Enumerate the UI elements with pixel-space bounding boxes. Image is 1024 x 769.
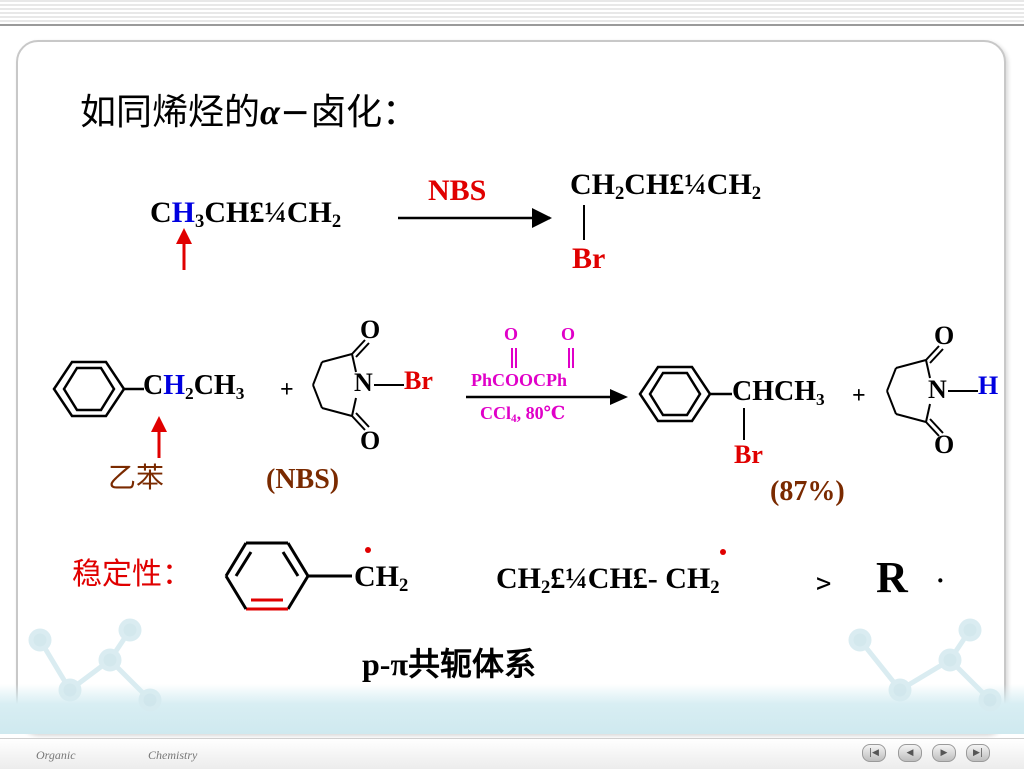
p1-sub1: 2 [615, 183, 625, 205]
nbs-label: (NBS) [266, 464, 340, 495]
allyl-sub1: 2 [541, 577, 551, 599]
heading: 如同烯烃的α−卤化： [80, 94, 418, 131]
nbs-o-bottom: O [360, 426, 381, 455]
prev-icon: ◀ [906, 748, 914, 758]
r1-sub3: 3 [195, 211, 205, 233]
p1-mid: CH£¼CH [624, 168, 752, 201]
greater-than: ﹥ [806, 560, 843, 600]
next-icon: ▶ [940, 748, 948, 758]
title-bar-stripes [0, 0, 1024, 26]
next-slide-button[interactable]: ▶ [932, 744, 956, 762]
reaction1-reactant: CH3CH£¼CH2 [150, 196, 341, 232]
r1-sub2: 2 [331, 211, 342, 233]
r2-c: C [143, 370, 164, 401]
last-icon: ▶| [973, 748, 983, 758]
r1-rest: CH£¼CH [204, 196, 332, 229]
reaction2-reactant: CH2CH3 [143, 370, 245, 403]
nbs-n: N [354, 368, 373, 397]
p1-ch: CH [570, 168, 615, 201]
footer-left: Organic [36, 748, 76, 762]
r-radical: R [876, 553, 908, 602]
first-slide-button[interactable]: |◀ [862, 744, 886, 762]
allyl-mid: £¼CH£- CH [550, 562, 711, 595]
reaction2-arrow [466, 348, 628, 405]
succ-n: N [928, 375, 947, 404]
p2-sub3: 3 [816, 389, 825, 409]
benzene-ring-2 [638, 365, 732, 423]
benzyl-sub: 2 [399, 575, 409, 597]
footer-right: Chemistry [148, 748, 198, 762]
decorative-band [0, 684, 1024, 734]
solvent: CCl4, 80℃ [480, 403, 566, 426]
r1-c: C [150, 196, 172, 229]
p1-sub2: 2 [751, 183, 762, 205]
nbs-ring [312, 339, 404, 431]
r2-ch: CH [193, 370, 236, 401]
prev-slide-button[interactable]: ◀ [898, 744, 922, 762]
reaction1-product: CH2CH£¼CH2 [570, 168, 761, 204]
reactant-name: 乙苯 [108, 461, 165, 494]
r-radical-dot: · [936, 566, 945, 595]
yield: (87%) [770, 476, 845, 507]
reaction1-up-arrow [176, 228, 192, 270]
stability-label: 稳定性： [72, 557, 192, 592]
succ-h: H [978, 371, 999, 400]
reaction2-product: CHCH3 [732, 376, 825, 409]
heading-alpha: α [260, 92, 280, 132]
catalyst-o1: O [504, 324, 519, 344]
solvent-sub: 4 [511, 413, 517, 426]
r2-sub3: 3 [235, 383, 245, 403]
reaction2-plus2: + [852, 383, 866, 409]
reaction2-plus: + [280, 377, 294, 403]
catalyst: PhCOOCPh [471, 370, 568, 390]
footer-bar [0, 738, 1024, 769]
r1-h: H [171, 196, 196, 229]
reaction2-up-arrow [151, 416, 167, 458]
benzyl-radical: CH2 [354, 560, 408, 596]
benzyl-ch: CH [354, 560, 399, 593]
allyl-radical: CH2£¼CH£- CH2 [496, 562, 720, 598]
succinimide-ring [886, 345, 978, 437]
nbs-o-top: O [360, 315, 381, 344]
conjugation-text: p-π共轭体系 [362, 646, 536, 682]
benzyl-radical-dot [365, 547, 371, 553]
r2-sub2: 2 [185, 383, 194, 403]
r2-h: H [163, 370, 186, 401]
molecule-watermark [28, 618, 1002, 712]
nbs-br: Br [404, 366, 433, 395]
slide-panel [16, 40, 1006, 734]
heading-cn: 如同烯烃的 [80, 92, 261, 133]
allyl-sub2: 2 [710, 577, 720, 599]
succ-o-top: O [934, 321, 955, 350]
benzene-ring-1 [52, 360, 144, 418]
succ-o-bottom: O [934, 430, 955, 459]
solvent-post: , 80℃ [516, 403, 566, 423]
allyl-pre: CH [496, 562, 541, 595]
allyl-radical-dot [720, 549, 726, 555]
p2-chch: CHCH [732, 376, 816, 407]
reaction1-product-br: Br [572, 242, 606, 275]
reaction2-product-br: Br [734, 440, 763, 469]
catalyst-o2: O [561, 324, 576, 344]
solvent-pre: CCl [480, 403, 511, 423]
conjugation-label: p-π共轭体系 [362, 648, 536, 680]
title-bar-divider [0, 24, 1024, 26]
reaction1-arrow [398, 208, 552, 228]
first-icon: |◀ [869, 748, 879, 758]
reaction1-reagent: NBS [428, 174, 487, 207]
benzene-ring-3 [224, 541, 352, 611]
heading-rest: −卤化： [279, 92, 419, 133]
last-slide-button[interactable]: ▶| [966, 744, 990, 762]
